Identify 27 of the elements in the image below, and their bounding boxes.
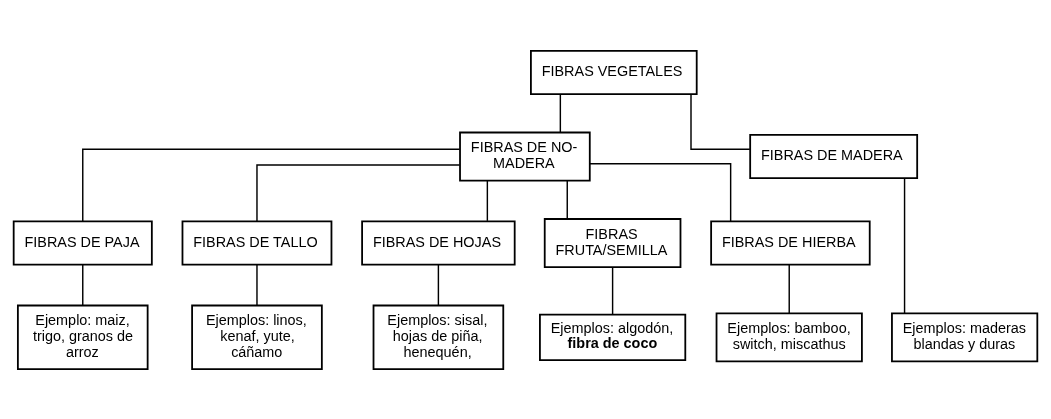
node-box: Ejemplos: maderas blandas y duras: [891, 311, 1039, 362]
connector: [566, 179, 568, 219]
node-box: FIBRAS DE HIERBA: [710, 220, 871, 266]
node-box: Ejemplos: linos, kenaf, yute, cáñamo: [191, 304, 323, 370]
node-box: Ejemplo: maiz, trigo, granos de arroz: [17, 304, 149, 370]
connector: [903, 177, 906, 314]
connector: [256, 163, 461, 222]
node-box: FIBRAS DE NO-MADERA: [459, 131, 591, 181]
connector: [611, 266, 614, 315]
connector: [82, 148, 461, 222]
node-box: FIBRAS DE TALLO: [181, 220, 333, 266]
node-box: FIBRAS DE HOJAS: [361, 220, 516, 266]
node-box: FIBRAS DE PAJA: [12, 220, 153, 266]
node-box: FIBRAS FRUTA/SEMILLA: [543, 217, 682, 268]
node-box: Ejemplos: bamboo, switch, miscathus: [715, 311, 863, 362]
connector: [256, 263, 258, 306]
node-box: Ejemplos: algodón, fibra de coco: [539, 313, 687, 361]
connector: [690, 93, 751, 150]
node-box: FIBRAS VEGETALES: [530, 49, 698, 95]
connector: [589, 162, 732, 222]
node-box: Ejemplos: sisal, hojas de piña, henequén,: [372, 304, 505, 370]
node-box: FIBRAS DE MADERA: [749, 133, 919, 179]
connector: [788, 263, 790, 314]
connector: [559, 92, 562, 133]
connector: [82, 263, 84, 306]
connector: [437, 263, 440, 306]
connector: [486, 179, 489, 222]
